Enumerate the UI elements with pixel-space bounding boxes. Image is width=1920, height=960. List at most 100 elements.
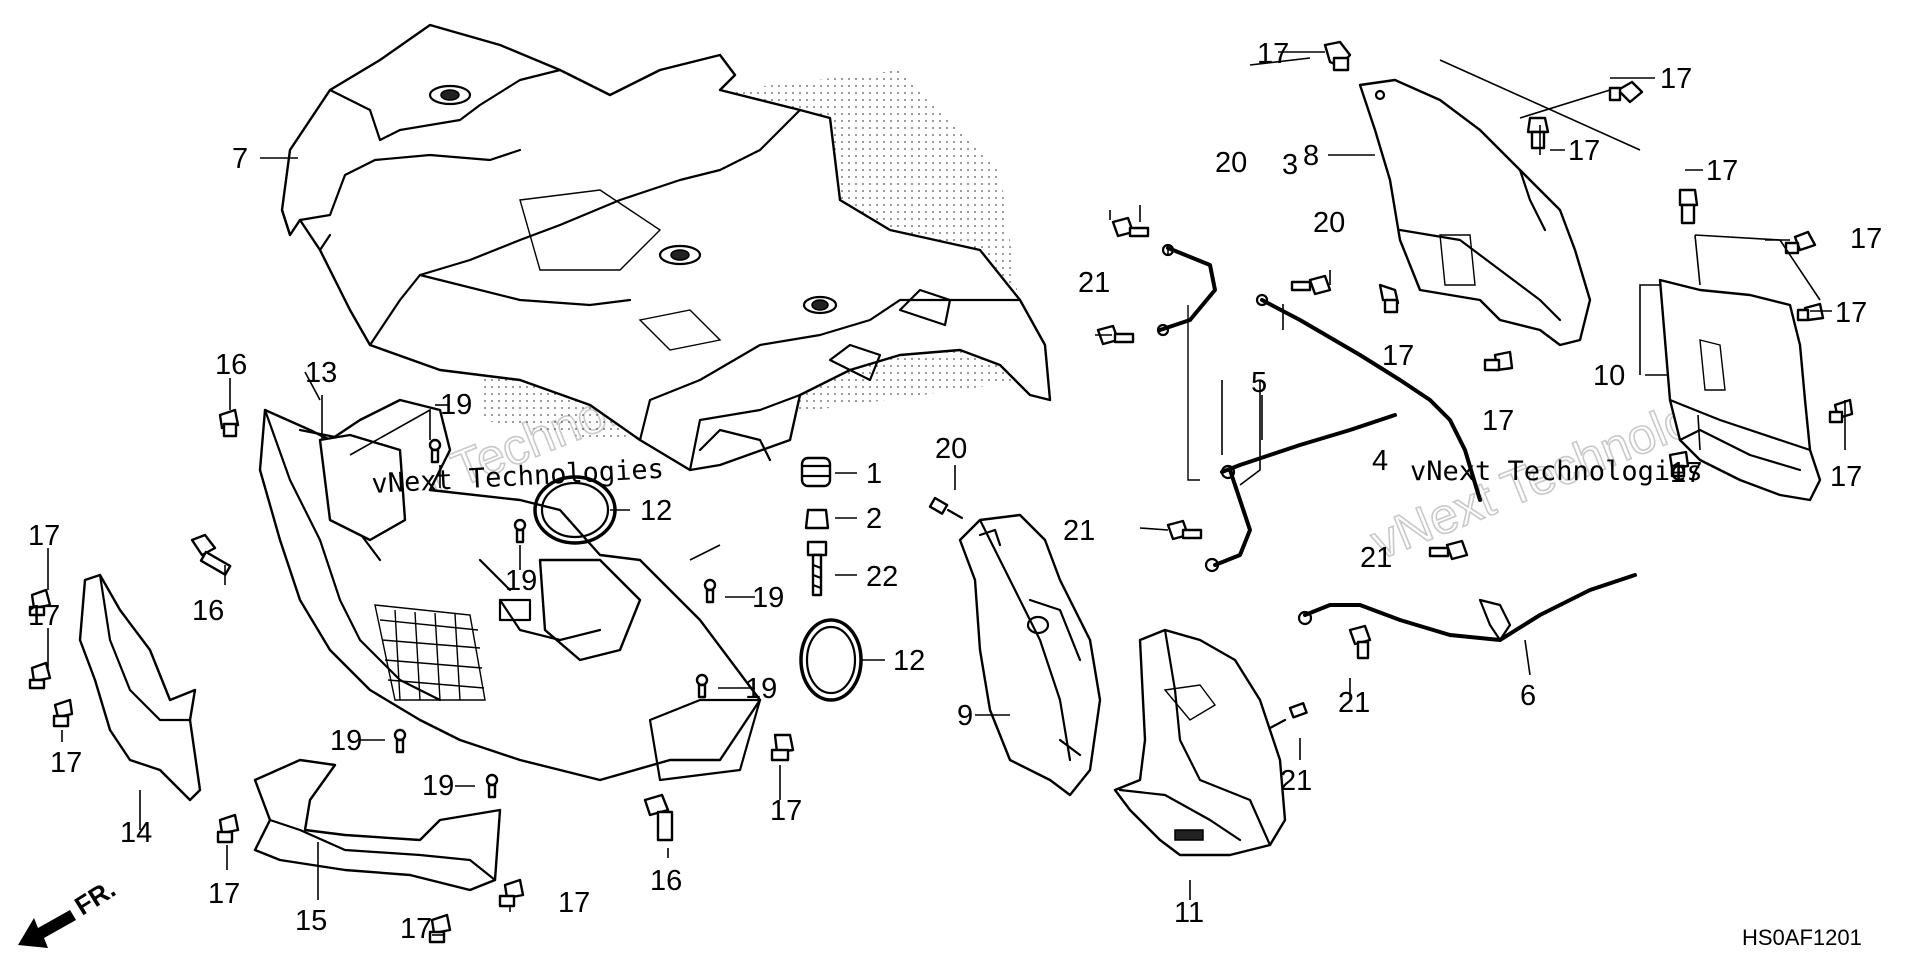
clip-17 <box>28 588 52 617</box>
bolt-21 <box>1111 216 1150 238</box>
watermark-text: vNext Technologies <box>1410 456 1703 487</box>
clip-17 <box>1668 450 1690 478</box>
callout-17: 17 <box>1568 135 1600 167</box>
callout-21: 20 <box>1313 207 1345 239</box>
callout-19: 19 <box>745 673 777 705</box>
stay-rods <box>1156 243 1637 642</box>
clip-17 <box>1378 283 1400 314</box>
callout-11: 11 <box>1174 897 1204 929</box>
callout-17: 17 <box>28 600 60 632</box>
screw-19 <box>393 728 407 754</box>
callout-17: 17 <box>1835 297 1867 329</box>
callout-2: 2 <box>866 503 882 535</box>
bolt-21 <box>1290 274 1332 296</box>
screw-19 <box>428 438 442 464</box>
bolt-21 <box>1348 624 1372 660</box>
callout-14: 14 <box>120 817 152 849</box>
clip-17 <box>1483 350 1514 372</box>
front-lower-cover-13 <box>258 398 762 782</box>
callout-19: 19 <box>752 582 784 614</box>
fasteners <box>28 40 1854 944</box>
clip-17 <box>1678 188 1699 225</box>
callout-7: 7 <box>232 143 248 175</box>
callout-1: 1 <box>866 458 882 490</box>
callout-17: 17 <box>1257 38 1289 70</box>
clip-17 <box>770 733 795 762</box>
front-direction-label: FR. <box>69 873 120 921</box>
callout-21: 21 <box>1078 267 1110 299</box>
callout-17: 17 <box>208 878 240 910</box>
callout-17: 17 <box>400 913 432 945</box>
inner-fender-11 <box>1113 628 1287 857</box>
callout-21: 21 <box>1360 542 1392 574</box>
bolt-21 <box>1428 539 1469 561</box>
callout-17: 17 <box>770 795 802 827</box>
clip-17 <box>1796 302 1825 322</box>
clip-17 <box>218 408 240 438</box>
callout-15: 15 <box>295 905 327 937</box>
callout-17: 17 <box>1660 63 1692 95</box>
callout-13: 13 <box>305 357 337 389</box>
screw-19 <box>485 773 499 799</box>
side-panel-14 <box>78 573 202 802</box>
callout-17: 17 <box>50 747 82 779</box>
bolt-16 <box>643 793 674 842</box>
callout-4: 4 <box>1372 445 1388 477</box>
clip-17 <box>52 698 74 728</box>
clip-17 <box>1323 40 1352 72</box>
callout-17: 17 <box>28 520 60 552</box>
front-direction-arrow: FR. <box>18 873 121 948</box>
inner-panel-8 <box>1358 78 1592 347</box>
clip-17 <box>1526 116 1550 150</box>
callout-12: 12 <box>893 645 925 677</box>
clip-17 <box>1784 230 1817 255</box>
lower-bracket-15 <box>253 758 502 892</box>
clip-17 <box>1608 80 1644 104</box>
callout-16: 16 <box>192 595 224 627</box>
callout-19: 19 <box>330 725 362 757</box>
clip-17 <box>1828 398 1854 424</box>
clip-17 <box>28 661 52 690</box>
callout-8: 8 <box>1303 140 1319 172</box>
callout-10: 10 <box>1593 360 1625 392</box>
callout-20: 20 <box>935 433 967 465</box>
callout-17: 17 <box>1706 155 1738 187</box>
callout-17: 17 <box>1382 340 1414 372</box>
bolt-21 <box>1166 519 1203 541</box>
callout-19: 19 <box>440 389 472 421</box>
callout-22: 22 <box>866 561 898 593</box>
callout-12: 12 <box>640 495 672 527</box>
callout-16: 16 <box>650 865 682 897</box>
callout-3: 3 <box>1282 149 1298 181</box>
callout-17: 17 <box>1850 223 1882 255</box>
grommet-collar-bolt <box>800 456 832 597</box>
bolt-16 <box>190 533 232 576</box>
callout-19: 19 <box>505 565 537 597</box>
screw-19 <box>513 518 527 544</box>
callout-17: 17 <box>1830 461 1862 493</box>
callout-21: 21 <box>1338 687 1370 719</box>
callout-17: 17 <box>1670 457 1702 489</box>
diagram-code: HS0AF1201 <box>1742 925 1862 950</box>
front-fender-7 <box>280 23 1052 472</box>
callout-17: 17 <box>558 887 590 919</box>
callout-21: 21 <box>1063 515 1095 547</box>
callout-21: 20 <box>1215 147 1247 179</box>
callout-labels: 7 8 10 17 17 17 17 17 17 17 17 17 17 20 … <box>28 38 1882 945</box>
callout-9: 9 <box>957 700 973 732</box>
callout-17: 16 <box>215 349 247 381</box>
leader-lines <box>47 51 1846 936</box>
inner-panel-9 <box>958 513 1102 797</box>
screw-20 <box>928 496 964 520</box>
callout-19: 19 <box>422 770 454 802</box>
callout-20: 21 <box>1280 765 1312 797</box>
clip-17 <box>428 913 452 944</box>
screw-20 <box>1268 702 1308 730</box>
screw-19 <box>695 673 709 699</box>
clip-17 <box>498 878 525 908</box>
callout-17: 17 <box>1482 405 1514 437</box>
callout-5: 5 <box>1251 367 1267 399</box>
clip-17 <box>216 813 240 844</box>
callout-6: 6 <box>1520 680 1536 712</box>
